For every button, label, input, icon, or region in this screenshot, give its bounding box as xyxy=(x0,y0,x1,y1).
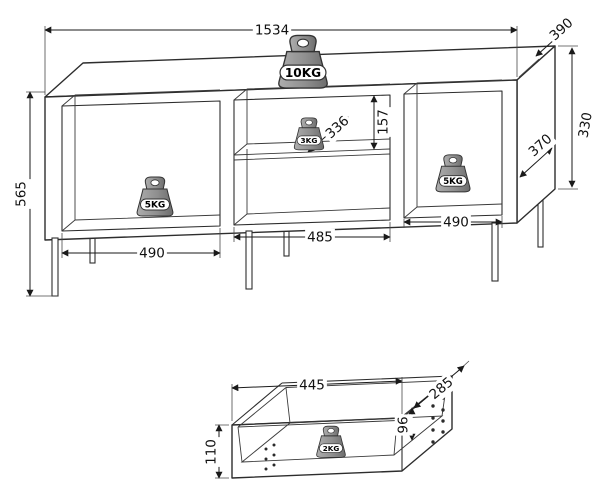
tv-stand-front-leg xyxy=(245,230,253,290)
weight-5kg-right-icon: 5KG xyxy=(435,154,471,193)
cabinet-side-height-label: 330 xyxy=(576,111,596,139)
drawer-width-dimension: 445 xyxy=(231,376,403,421)
weight-3kg-icon: 3KG xyxy=(293,117,325,151)
drawer-inner-height-dimension: 96 xyxy=(394,407,416,441)
tv-stand-drawing: 1534 390 565 330 37 xyxy=(12,12,598,297)
tv-stand-right-compartment xyxy=(403,79,503,219)
cabinet-middle-compartment-width-dimension: 485 xyxy=(233,222,391,247)
weight-5kg-right-label: 5KG xyxy=(443,177,463,187)
drawer-inner-height-label: 96 xyxy=(396,416,412,433)
cabinet-right-compartment-width-dimension: 490 xyxy=(403,213,503,232)
tv-stand-middle-compartment xyxy=(233,83,391,226)
weight-10kg-icon: 10KG xyxy=(278,34,328,89)
weight-5kg-left-label: 5KG xyxy=(145,201,166,211)
weight-2kg-icon: 2KG xyxy=(316,425,346,458)
cabinet-total-height-label: 565 xyxy=(14,181,30,207)
weight-10kg-label: 10KG xyxy=(285,66,321,80)
cabinet-total-height-dimension: 565 xyxy=(12,91,58,297)
cabinet-side-height-dimension: 330 xyxy=(558,45,598,190)
cabinet-upper-opening-height-label: 157 xyxy=(376,109,392,135)
cabinet-total-width-dimension: 1534 xyxy=(44,21,518,95)
tv-stand-front-leg xyxy=(51,237,59,297)
drawer-drawing: 445 285 110 96 xyxy=(202,360,470,479)
cabinet-left-compartment-width-label: 490 xyxy=(139,246,165,262)
drawer-front-holes xyxy=(264,443,276,471)
tv-stand-left-compartment xyxy=(61,89,221,232)
drawer-height-dimension: 110 xyxy=(202,424,229,479)
drawer-outline xyxy=(231,375,453,479)
cabinet-right-compartment-width-label: 490 xyxy=(443,215,469,231)
cabinet-total-width-label: 1534 xyxy=(255,23,289,39)
weight-2kg-label: 2KG xyxy=(323,444,340,453)
drawer-height-label: 110 xyxy=(204,439,220,465)
weight-5kg-left-icon: 5KG xyxy=(136,176,174,217)
drawer-width-label: 445 xyxy=(299,378,325,394)
cabinet-upper-opening-height-dimension: 157 xyxy=(370,95,393,150)
cabinet-left-compartment-width-dimension: 490 xyxy=(61,228,221,263)
drawer-inner-rim xyxy=(237,380,448,428)
weight-3kg-label: 3KG xyxy=(301,136,318,145)
tv-stand-front-leg xyxy=(491,222,499,282)
cabinet-middle-compartment-width-label: 485 xyxy=(307,230,333,246)
